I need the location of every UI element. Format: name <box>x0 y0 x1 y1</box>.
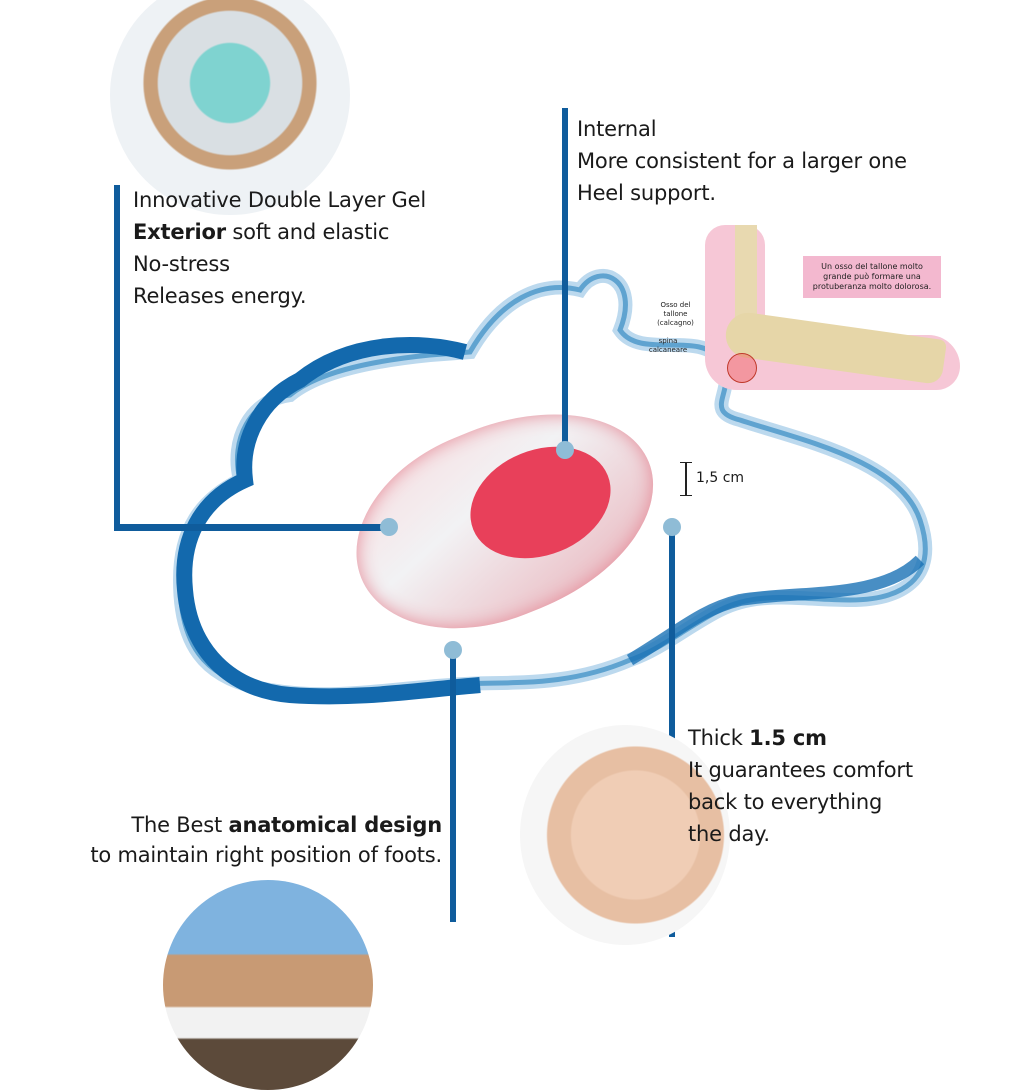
callout-line-design <box>450 650 456 922</box>
callout-dot-exterior <box>380 518 398 536</box>
leg-bone <box>735 225 757 335</box>
label-heel-bone: Osso del tallone (calcagno) <box>657 301 694 327</box>
exterior-line3: No-stress <box>133 252 230 276</box>
design-pre: The Best <box>131 813 229 837</box>
feature-design: The Best anatomical design to maintain r… <box>90 810 442 870</box>
thickness-line3: back to everything <box>688 790 883 814</box>
exterior-line2: Exterior soft and elastic <box>133 216 426 248</box>
callout-line-thickness <box>669 527 675 937</box>
dimension-label: 1,5 cm <box>696 470 745 486</box>
internal-line3: Heel support. <box>577 181 716 205</box>
design-line2: to maintain right position of foots. <box>90 843 442 867</box>
exterior-line1: Innovative Double Layer Gel <box>133 188 426 212</box>
heel-spur-highlight <box>727 353 757 383</box>
back-pain-photo <box>520 725 730 945</box>
callout-dot-thickness <box>663 518 681 536</box>
feature-exterior: Innovative Double Layer Gel Exterior sof… <box>133 184 426 312</box>
design-line1: The Best anatomical design <box>90 810 442 840</box>
thickness-line1: Thick 1.5 cm <box>688 722 913 754</box>
callout-line-internal <box>562 108 568 450</box>
thickness-line4: the day. <box>688 822 770 846</box>
running-shoe-photo <box>110 0 350 215</box>
thickness-line2: It guarantees comfort <box>688 758 913 782</box>
exterior-rest: soft and elastic <box>225 220 390 244</box>
foot-diagram <box>705 225 965 395</box>
sneakers-photo <box>163 880 373 1090</box>
callout-line-exterior-h <box>114 524 389 531</box>
design-bold: anatomical design <box>228 813 442 837</box>
thickness-bold: 1.5 cm <box>749 726 827 750</box>
dimension-bracket <box>680 462 692 496</box>
foot-diagram-note: Un osso del tallone molto grande può for… <box>803 256 941 298</box>
internal-line1: Internal <box>577 117 657 141</box>
feature-thickness: Thick 1.5 cm It guarantees comfort back … <box>688 722 913 850</box>
exterior-bold: Exterior <box>133 220 226 244</box>
callout-dot-internal <box>556 441 574 459</box>
callout-line-exterior <box>114 185 120 531</box>
label-heel-spur: spina calcaneare <box>648 337 688 354</box>
internal-line2: More consistent for a larger one <box>577 149 907 173</box>
dimension-bracket-stem <box>685 463 687 495</box>
exterior-line4: Releases energy. <box>133 284 307 308</box>
thickness-pre: Thick <box>688 726 750 750</box>
feature-internal: Internal More consistent for a larger on… <box>577 113 907 209</box>
callout-dot-design <box>444 641 462 659</box>
